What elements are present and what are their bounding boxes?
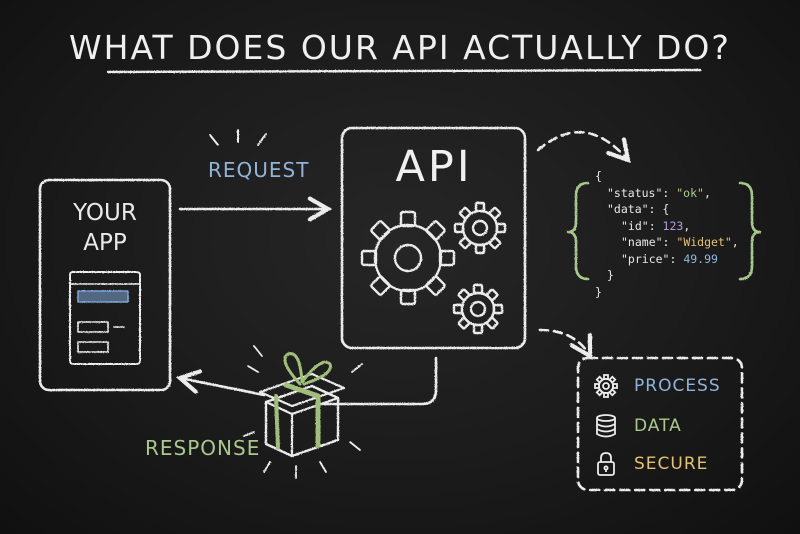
- json-line-close-inner: }: [607, 268, 614, 282]
- gear-top-icon: [453, 201, 507, 255]
- title-underline: [106, 68, 702, 74]
- api-label: API: [395, 142, 473, 192]
- capability-process-label: PROCESS: [634, 376, 721, 396]
- capabilities-box: [576, 356, 744, 492]
- json-line-close-outer: }: [595, 284, 602, 299]
- gear-icon: [594, 374, 618, 398]
- lock-icon: [597, 452, 615, 476]
- json-line-name: "name": "Widget",: [621, 235, 739, 249]
- gear-bottom-icon: [452, 283, 504, 335]
- request-label: REQUEST: [208, 158, 310, 182]
- json-line-data: "data": {: [607, 202, 670, 216]
- capability-data: DATA: [590, 409, 740, 443]
- request-tick-left: [209, 134, 219, 146]
- gift-box-icon: [243, 345, 363, 479]
- json-left-brace: [566, 181, 590, 281]
- json-line-status: "status": "ok",: [607, 185, 711, 200]
- json-line-id: "id": 123,: [621, 218, 691, 233]
- app-label: YOUR APP: [40, 198, 170, 258]
- api-box: [340, 126, 527, 350]
- json-response: { "status": "ok", "data": { "id": 123, "…: [595, 168, 739, 300]
- json-line-open: {: [595, 169, 602, 183]
- request-tick-right: [257, 133, 267, 146]
- capability-data-label: DATA: [634, 416, 682, 436]
- app-label-line2: APP: [83, 230, 127, 256]
- app-window: [69, 271, 141, 365]
- capability-secure: SECURE: [590, 447, 740, 481]
- capability-secure-label: SECURE: [634, 454, 709, 474]
- json-line-price: "price": 49.99: [621, 251, 718, 266]
- gear-large-icon: [360, 210, 456, 306]
- app-button-box: [77, 341, 109, 353]
- app-highlight-bar: [77, 290, 129, 303]
- json-dashed-arrow: [536, 130, 631, 164]
- response-arrow: [180, 358, 438, 406]
- json-right-brace: [738, 181, 762, 281]
- response-label: RESPONSE: [145, 436, 261, 460]
- database-icon: [596, 414, 616, 438]
- page-title: WHAT DOES OUR API ACTUALLY DO?: [69, 28, 731, 67]
- app-label-line1: YOUR: [73, 200, 137, 226]
- capability-process: PROCESS: [590, 369, 740, 403]
- app-device-frame: [38, 178, 172, 392]
- capabilities-dashed-arrow: [538, 328, 593, 360]
- app-input-box: [77, 321, 109, 333]
